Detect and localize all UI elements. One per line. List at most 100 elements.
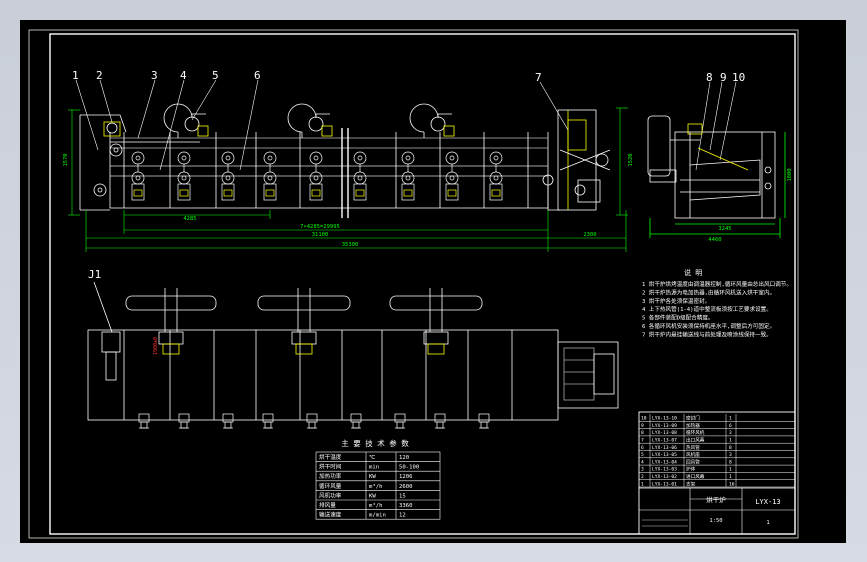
tech-cell: 120 — [399, 455, 409, 461]
parts-cell: 2 — [641, 474, 644, 480]
tech-cell: 1206 — [399, 474, 412, 480]
plan-duct-1 — [125, 288, 217, 355]
dim-overall: 35300 — [342, 242, 359, 248]
parts-cell: 1 — [641, 481, 644, 487]
parts-cell: LYX-13-02 — [652, 474, 677, 480]
side-dimension-labels: 3245 4460 1800 — [708, 168, 793, 243]
heater-unit-3 — [221, 151, 235, 201]
parts-cell: LYX-13-01 — [652, 481, 677, 487]
inlet-rollers — [93, 121, 123, 197]
front-dimensions — [68, 107, 628, 252]
parts-cell: 6 — [641, 445, 644, 451]
plan-unit-9 — [478, 413, 490, 429]
tech-cell: 15 — [399, 493, 406, 499]
tech-cell: m/min — [369, 513, 386, 519]
parts-cell: LYX-13-06 — [652, 445, 677, 451]
parts-cell: 热风管 — [686, 444, 700, 451]
callout-6: 6 — [254, 69, 261, 82]
tech-params-table: 主 要 技 术 参 数 烘干温度 ℃ 120 烘干时间 min 50-100 加热功率 KW 1… — [315, 438, 441, 520]
callout-leaders — [75, 79, 737, 171]
dim-4460: 4460 — [708, 237, 721, 243]
cad-viewport[interactable]: 1570 4285 7×4285=29995 31100 2300 35300 … — [20, 20, 846, 543]
tech-cell: KW — [369, 474, 376, 480]
note-line-7: 7 烘干炉内悬挂输送线与前处理及喷涂线保持一致。 — [642, 330, 772, 338]
parts-cell: 1 — [729, 438, 732, 444]
tech-cell: ℃ — [369, 455, 376, 461]
heater-unit-9 — [489, 151, 503, 201]
callout-5: 5 — [212, 69, 219, 82]
parts-cell: 炉体 — [686, 466, 696, 473]
tech-cell: 排风量 — [319, 501, 336, 509]
exit-section — [542, 109, 611, 211]
note-line-3: 3 烘干炉各处须保温密封。 — [642, 297, 710, 305]
callout-8: 8 — [706, 71, 713, 84]
parts-cell: 风机座 — [686, 451, 700, 458]
parts-cell: 加热器 — [686, 422, 700, 429]
title-scale: 1:50 — [709, 518, 722, 524]
plan-unit-7 — [394, 413, 406, 429]
callout-7: 7 — [535, 71, 542, 84]
parts-cell: 10 — [641, 416, 647, 422]
tech-cell: 烘干温度 — [319, 453, 342, 461]
parts-cell: 3 — [729, 430, 732, 436]
parts-cell: 出口风幕 — [686, 437, 705, 444]
notes-block: 说 明 1 烘干炉烘烤温度由调温器控制,循环风量由总出风口调节。2 烘干炉热源为… — [642, 268, 792, 338]
parts-cell: 8 — [641, 430, 644, 436]
tech-cell: 50-100 — [399, 465, 419, 471]
callout-2: 2 — [96, 69, 103, 82]
dim-3245: 3245 — [718, 226, 731, 232]
heater-unit-4 — [263, 151, 277, 201]
callout-1: 1 — [72, 69, 79, 82]
parts-cell: 3 — [729, 452, 732, 458]
inner-frame — [49, 33, 796, 535]
parts-cell: 1 — [729, 416, 732, 422]
section-label-j1: J1 — [88, 268, 101, 281]
dim-span-total: 31100 — [312, 232, 329, 238]
parts-cell: 8 — [729, 459, 732, 465]
parts-cell: LYX-13-10 — [652, 416, 677, 422]
parts-cell: 8 — [729, 445, 732, 451]
tech-cell: 烘干时间 — [319, 463, 342, 471]
tech-params-title: 主 要 技 术 参 数 — [341, 438, 409, 448]
tech-cell: 12 — [399, 513, 406, 519]
note-line-1: 1 烘干炉烘烤温度由调温器控制,循环风量由总出风口调节。 — [642, 280, 792, 288]
parts-cell: 6 — [729, 423, 732, 429]
parts-cell: 1 — [729, 467, 732, 473]
fan-3 — [409, 103, 455, 138]
parts-cell: 5 — [641, 452, 644, 458]
note-line-6: 6 各循环风机安装须保持机座水平,调整后方可固定。 — [642, 322, 775, 330]
tech-cell: 加热功率 — [319, 472, 342, 480]
title-sheet: 1 — [766, 520, 769, 526]
tech-cell: 循环风量 — [319, 482, 342, 490]
parts-cell: 回风管 — [686, 458, 700, 465]
plan-duct-2 — [257, 288, 351, 355]
tech-cell: 3360 — [399, 503, 412, 509]
dim-4285: 4285 — [183, 216, 196, 222]
parts-cell: 密封门 — [686, 415, 700, 422]
heater-unit-7 — [401, 151, 415, 201]
heater-units — [131, 151, 503, 201]
tech-cell: KW — [369, 493, 376, 499]
parts-cell: LYX-13-04 — [652, 459, 677, 465]
plan-unit-4 — [262, 413, 274, 429]
callout-numbers: 1 2 3 4 5 6 7 8 9 10 — [72, 69, 745, 84]
parts-cell: LYX-13-09 — [652, 423, 677, 429]
callout-4: 4 — [180, 69, 187, 82]
circulation-fans — [163, 103, 455, 138]
title-name: 烘干炉 — [706, 495, 726, 504]
parts-cell: 16 — [729, 481, 735, 487]
tech-cell: 风机功率 — [319, 491, 342, 499]
dim-height-right: 1520 — [628, 153, 634, 166]
tech-cell: m³/h — [369, 502, 382, 509]
parts-cell: LYX-13-05 — [652, 452, 677, 458]
callout-9: 9 — [720, 71, 727, 84]
tech-cell: min — [369, 465, 379, 471]
dim-side-height: 1800 — [787, 168, 793, 181]
parts-cell: 4 — [641, 459, 644, 465]
notes-title: 说 明 — [684, 268, 702, 277]
parts-cell: LYX-13-08 — [652, 430, 677, 436]
title-drawing-no: LYX-13 — [755, 498, 780, 506]
parts-cell: 9 — [641, 423, 644, 429]
parts-cell: 7 — [641, 438, 644, 444]
